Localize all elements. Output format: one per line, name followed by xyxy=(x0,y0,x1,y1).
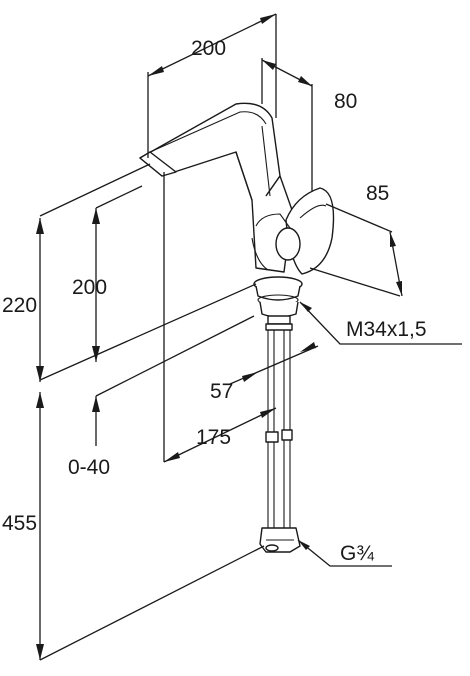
dimension-lines xyxy=(36,13,462,660)
label-deck-thickness: 0-40 xyxy=(68,456,110,479)
faucet-body xyxy=(139,102,335,553)
label-hose-reach: 175 xyxy=(196,426,231,449)
label-spout-height: 200 xyxy=(72,276,107,299)
label-spout-reach: 200 xyxy=(191,37,226,60)
label-total-height: 220 xyxy=(2,294,37,317)
label-handle-depth: 85 xyxy=(366,182,389,205)
label-connection: G¾ xyxy=(340,542,374,565)
label-hose-length: 455 xyxy=(2,512,37,535)
label-base-dia: 57 xyxy=(210,380,233,403)
label-thread: M34x1,5 xyxy=(346,318,427,341)
extension-lines xyxy=(39,14,401,661)
label-body-depth: 80 xyxy=(334,90,357,113)
